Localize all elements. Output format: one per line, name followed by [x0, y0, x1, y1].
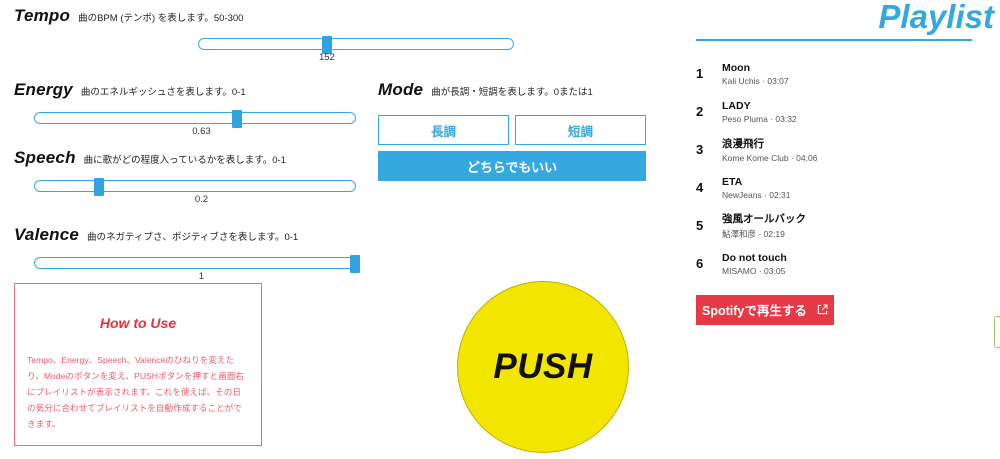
push-button-label: PUSH — [493, 347, 593, 386]
controls-panel: Tempo 曲のBPM (テンポ) を表します。50-300 152 Energ… — [14, 6, 654, 453]
playlist-divider — [696, 38, 972, 41]
param-block-valence: Valence 曲のネガティブさ、ポジティブさを表します。0-1 1 — [14, 225, 374, 282]
how-to-use-box: How to Use Tempo、Energy、Speech、Valenceのひ… — [14, 283, 262, 446]
track-number: 6 — [696, 256, 704, 272]
slider-thumb-tempo[interactable] — [322, 36, 333, 54]
how-to-use-title: How to Use — [99, 315, 177, 331]
mode-button-major[interactable]: 長調 — [378, 115, 509, 145]
param-label-tempo: Tempo — [14, 6, 71, 25]
how-to-use-body: Tempo、Energy、Speech、Valenceのひねりを変えたり、Mod… — [27, 355, 244, 429]
track-meta: Moon Kali Uchis · 03:07 — [722, 62, 789, 86]
track-artist-duration: 鮎澤和彦 · 02:19 — [722, 229, 785, 240]
external-link-icon — [817, 304, 828, 315]
slider-thumb-valence[interactable] — [350, 255, 360, 273]
push-button[interactable]: PUSH — [457, 281, 629, 453]
edge-green-panel — [994, 316, 1000, 348]
track-artist-duration: Kome Kome Club · 04:06 — [722, 153, 818, 164]
param-desc-energy: 曲のエネルギッシュさを表します。0-1 — [80, 87, 246, 98]
param-label-valence: Valence — [14, 225, 80, 244]
slider-value-valence: 1 — [198, 271, 205, 282]
slider-thumb-speech[interactable] — [94, 178, 104, 196]
param-desc-speech: 曲に歌がどの程度入っているかを表します。0-1 — [83, 155, 286, 166]
param-block-mode: Mode 曲が長調・短調を表します。0または1 長調 短調 どちらでもいい — [378, 80, 646, 181]
param-block-energy: Energy 曲のエネルギッシュさを表します。0-1 0.63 — [14, 80, 374, 137]
track-artist-duration: Peso Pluma · 03:32 — [722, 113, 797, 124]
track-meta: Do not touch MISAMO · 03:05 — [722, 252, 787, 276]
slider-tempo[interactable]: 152 — [198, 36, 514, 63]
track-title: ETA — [722, 175, 743, 188]
param-desc-valence: 曲のネガティブさ、ポジティブさを表します。0-1 — [87, 232, 299, 243]
slider-energy[interactable]: 0.63 — [34, 110, 356, 137]
param-label-energy: Energy — [14, 80, 73, 99]
slider-thumb-energy[interactable] — [231, 110, 242, 128]
track-artist-duration: NewJeans · 02:31 — [722, 189, 791, 200]
slider-value-energy: 0.63 — [192, 126, 211, 137]
track-number: 5 — [696, 218, 704, 234]
list-item[interactable]: 2 LADY Peso Pluma · 03:32 — [696, 93, 972, 131]
spotify-play-label: Spotifyで再生する — [702, 304, 807, 319]
list-item[interactable]: 4 ETA NewJeans · 02:31 — [696, 169, 972, 207]
track-meta: ETA NewJeans · 02:31 — [722, 176, 791, 200]
playlist-title: Playlist — [878, 0, 994, 35]
slider-track-energy[interactable] — [34, 110, 356, 128]
param-label-speech: Speech — [14, 148, 76, 167]
param-header-mode: Mode 曲が長調・短調を表します。0または1 — [378, 80, 646, 100]
param-header-energy: Energy 曲のエネルギッシュさを表します。0-1 — [14, 80, 374, 100]
track-title: LADY — [722, 99, 751, 112]
track-meta: LADY Peso Pluma · 03:32 — [722, 100, 797, 124]
slider-value-speech: 0.2 — [194, 194, 209, 205]
list-item[interactable]: 3 浪漫飛行 Kome Kome Club · 04:06 — [696, 131, 972, 169]
slider-speech[interactable]: 0.2 — [34, 178, 356, 205]
mode-button-minor[interactable]: 短調 — [515, 115, 646, 145]
list-item[interactable]: 6 Do not touch MISAMO · 03:05 — [696, 245, 972, 283]
param-header-valence: Valence 曲のネガティブさ、ポジティブさを表します。0-1 — [14, 225, 374, 245]
param-header-speech: Speech 曲に歌がどの程度入っているかを表します。0-1 — [14, 148, 374, 168]
track-title: 浪漫飛行 — [722, 138, 764, 151]
mode-button-row: 長調 短調 — [378, 115, 646, 145]
playlist-track-list: 1 Moon Kali Uchis · 03:07 2 LADY Peso Pl… — [696, 55, 972, 283]
track-number: 1 — [696, 66, 704, 82]
param-label-mode: Mode — [378, 80, 424, 99]
mode-button-any[interactable]: どちらでもいい — [378, 151, 646, 181]
slider-track-speech[interactable] — [34, 178, 356, 196]
track-title: Do not touch — [722, 251, 787, 264]
param-block-tempo: Tempo 曲のBPM (テンポ) を表します。50-300 152 — [14, 6, 654, 63]
playlist-panel: Playlist 1 Moon Kali Uchis · 03:07 2 LAD… — [668, 0, 1000, 459]
track-title: 強風オールバック — [722, 213, 806, 226]
track-number: 3 — [696, 142, 704, 158]
track-meta: 浪漫飛行 Kome Kome Club · 04:06 — [722, 136, 817, 163]
track-meta: 強風オールバック 鮎澤和彦 · 02:19 — [722, 211, 806, 240]
param-header-tempo: Tempo 曲のBPM (テンポ) を表します。50-300 — [14, 6, 654, 26]
track-number: 2 — [696, 104, 704, 120]
spotify-play-button[interactable]: Spotifyで再生する — [696, 294, 834, 325]
slider-track-valence[interactable] — [34, 255, 360, 273]
param-desc-tempo: 曲のBPM (テンポ) を表します。50-300 — [78, 13, 244, 24]
track-artist-duration: MISAMO · 03:05 — [722, 265, 786, 276]
param-block-speech: Speech 曲に歌がどの程度入っているかを表します。0-1 0.2 — [14, 148, 374, 205]
param-desc-mode: 曲が長調・短調を表します。0または1 — [431, 87, 593, 98]
slider-valence[interactable]: 1 — [34, 255, 360, 282]
track-number: 4 — [696, 180, 704, 196]
track-artist-duration: Kali Uchis · 03:07 — [722, 75, 789, 86]
track-title: Moon — [722, 61, 750, 74]
list-item[interactable]: 1 Moon Kali Uchis · 03:07 — [696, 55, 972, 93]
list-item[interactable]: 5 強風オールバック 鮎澤和彦 · 02:19 — [696, 207, 972, 245]
slider-value-tempo: 152 — [318, 52, 335, 63]
slider-track-tempo[interactable] — [198, 36, 514, 54]
